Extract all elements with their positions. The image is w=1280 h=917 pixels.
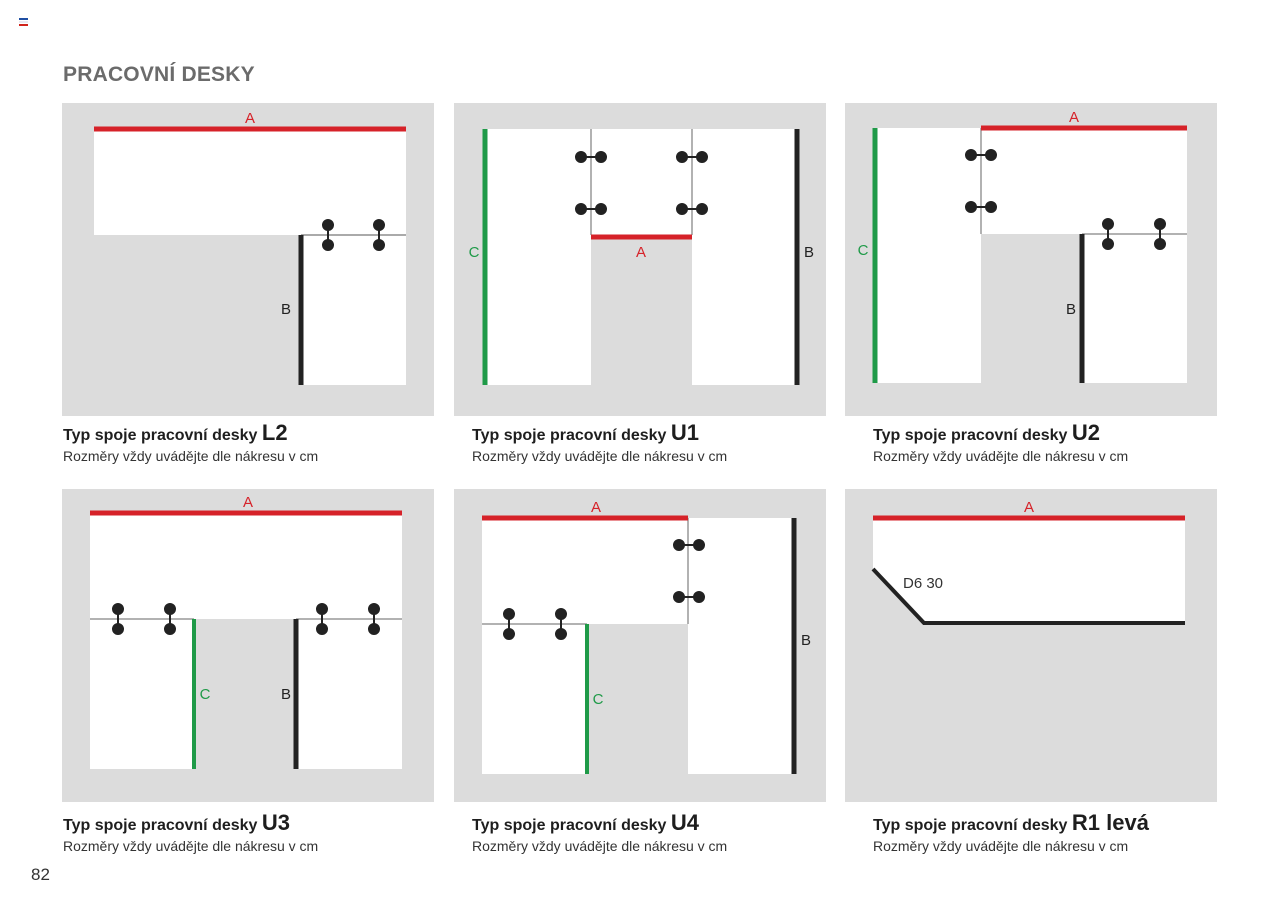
board-top — [482, 518, 688, 624]
caption-u2: Typ spoje pracovní desky U2 Rozměry vždy… — [873, 422, 1245, 465]
joint-code: R1 levá — [1071, 810, 1149, 835]
caption-note: Rozměry vždy uvádějte dle nákresu v cm — [472, 448, 728, 464]
caption-title: Typ spoje pracovní desky R1 levá — [873, 810, 1149, 835]
dimension-a-label: A — [591, 499, 601, 516]
board-top — [94, 129, 406, 235]
joint-code: U4 — [670, 810, 700, 835]
board-right — [1082, 234, 1187, 383]
caption-note: Rozměry vždy uvádějte dle nákresu v cm — [873, 838, 1129, 854]
caption-u3: Typ spoje pracovní desky U3 Rozměry vždy… — [63, 812, 435, 855]
dimension-a-label: A — [245, 110, 255, 127]
diagram-u3: A C B — [62, 489, 434, 802]
dimension-b-label: B — [281, 301, 291, 318]
board-right — [688, 518, 794, 774]
caption-u4: Typ spoje pracovní desky U4 Rozměry vždy… — [472, 812, 844, 855]
joint-code: U2 — [1071, 420, 1101, 445]
connector-icon — [503, 539, 705, 640]
page-title: PRACOVNÍ DESKY — [63, 63, 255, 86]
dimension-b-label: B — [1066, 301, 1076, 318]
dimension-b-label: B — [804, 244, 814, 261]
diagram-u2: C A B — [845, 103, 1217, 416]
caption-u1: Typ spoje pracovní desky U1 Rozměry vždy… — [472, 422, 844, 465]
diagram-l2: A B — [62, 103, 434, 416]
dimension-c-label: C — [858, 242, 869, 259]
board-top — [873, 518, 1185, 623]
caption-title: Typ spoje pracovní desky U4 — [472, 810, 700, 835]
flag-icon — [19, 18, 28, 27]
corner-label: D6 30 — [903, 575, 943, 592]
caption-title: Typ spoje pracovní desky U1 — [472, 420, 700, 445]
diagram-u1: C A B — [454, 103, 826, 416]
board-right — [301, 235, 406, 385]
board-middle — [591, 129, 692, 235]
caption-title: Typ spoje pracovní desky L2 — [63, 420, 288, 445]
dimension-b-label: B — [801, 632, 811, 649]
caption-note: Rozměry vždy uvádějte dle nákresu v cm — [63, 838, 319, 854]
caption-note: Rozměry vždy uvádějte dle nákresu v cm — [472, 838, 728, 854]
joint-code: U3 — [261, 810, 291, 835]
dimension-c-label: C — [593, 691, 604, 708]
dimension-a-label: A — [243, 494, 253, 511]
board-top — [90, 513, 402, 619]
caption-l2: Typ spoje pracovní desky L2 Rozměry vždy… — [63, 422, 435, 465]
dimension-b-label: B — [281, 686, 291, 703]
dimension-a-label: A — [636, 244, 646, 261]
caption-note: Rozměry vždy uvádějte dle nákresu v cm — [63, 448, 319, 464]
board-right — [296, 619, 402, 769]
caption-title: Typ spoje pracovní desky U2 — [873, 420, 1101, 445]
page-number: 82 — [31, 865, 50, 884]
dimension-c-label: C — [469, 244, 480, 261]
caption-title: Typ spoje pracovní desky U3 — [63, 810, 291, 835]
caption-note: Rozměry vždy uvádějte dle nákresu v cm — [873, 448, 1129, 464]
connector-icon — [965, 149, 1166, 250]
connector-icon — [322, 219, 385, 251]
dimension-a-label: A — [1024, 499, 1034, 516]
board-top — [981, 128, 1187, 234]
dimension-a-label: A — [1069, 109, 1079, 126]
diagram-r1: A D6 30 — [845, 489, 1217, 802]
connector-icon — [112, 603, 380, 635]
board-left — [875, 128, 981, 383]
board-left — [90, 619, 194, 769]
corner-edge-line — [871, 567, 1185, 625]
dimension-c-label: C — [200, 686, 211, 703]
board-left — [485, 129, 591, 385]
joint-code: U1 — [670, 420, 700, 445]
caption-r1: Typ spoje pracovní desky R1 levá Rozměry… — [873, 812, 1245, 855]
diagram-u4: A C B — [454, 489, 826, 802]
board-left — [482, 624, 587, 774]
joint-code: L2 — [261, 420, 288, 445]
board-right — [692, 129, 797, 385]
connector-icon — [575, 151, 708, 215]
